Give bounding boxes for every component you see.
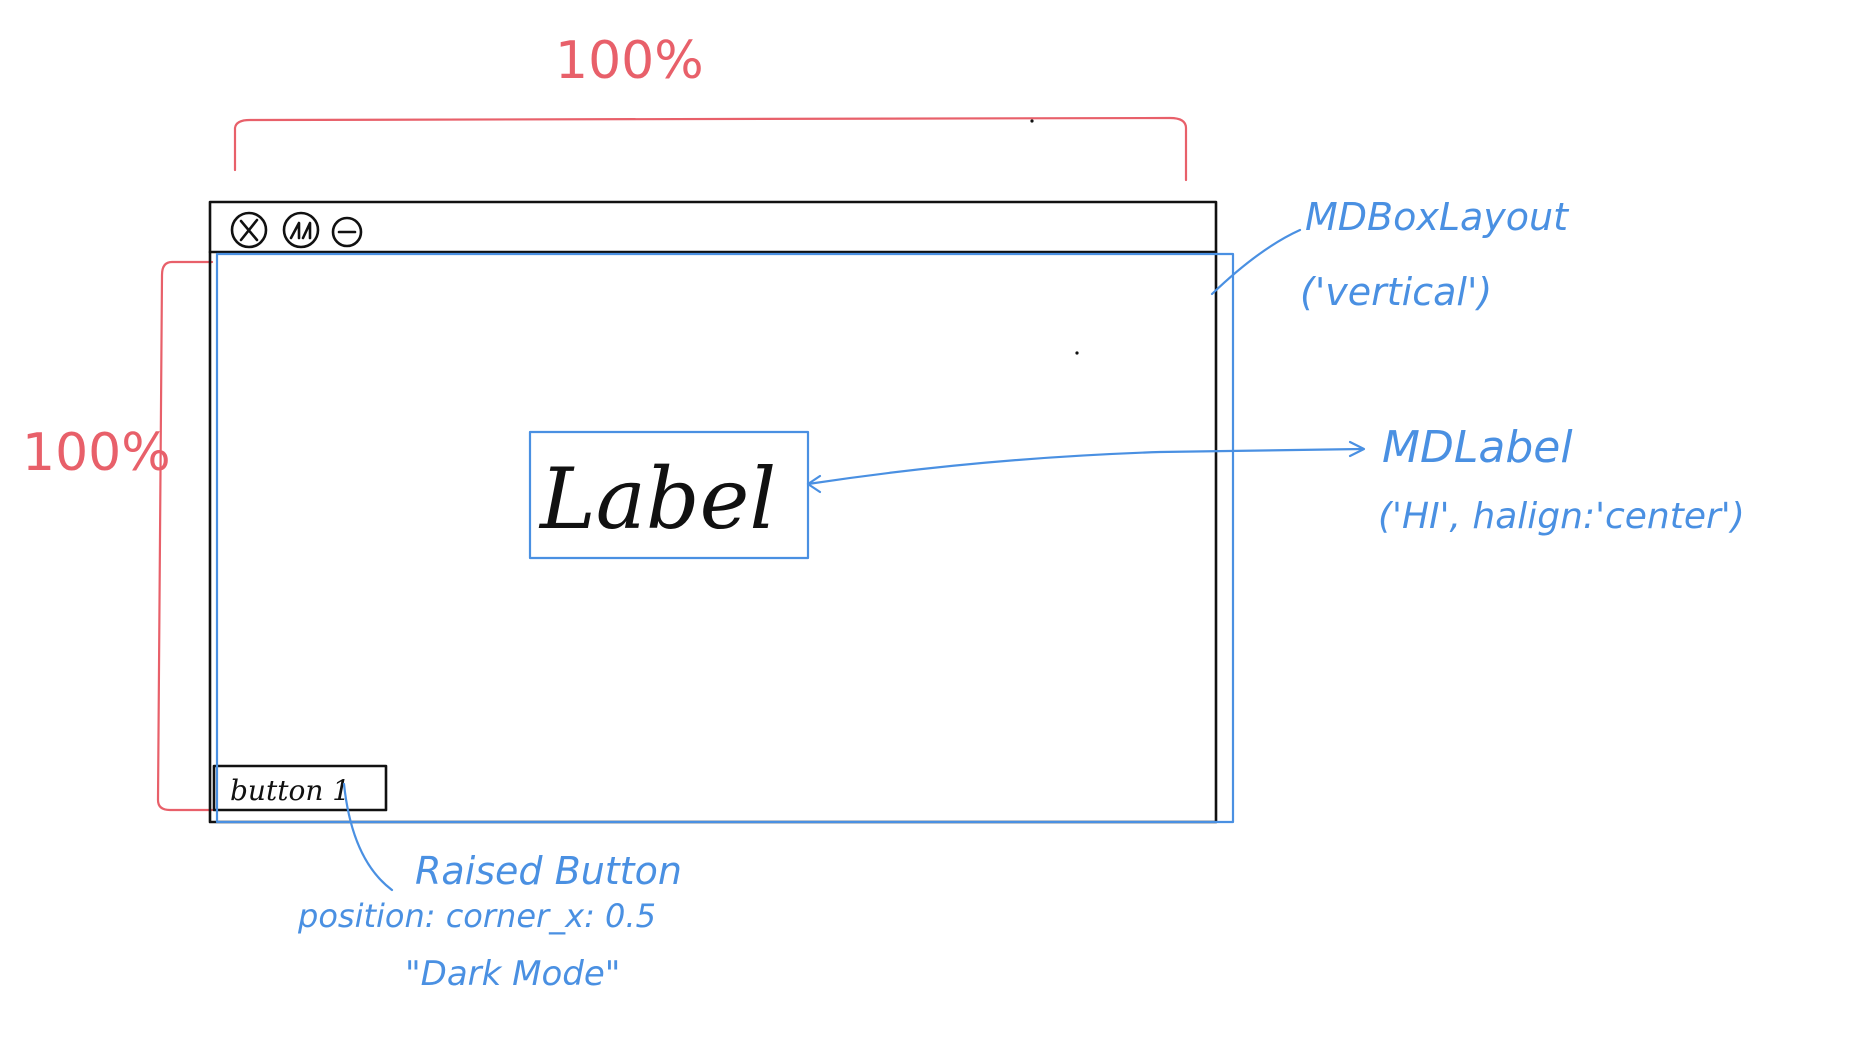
- box-layout-outline: [215, 252, 1235, 824]
- button-annotation-title: Raised Button: [415, 849, 682, 893]
- minimize-icon[interactable]: [331, 216, 363, 248]
- button-1[interactable]: button 1: [212, 764, 388, 812]
- maximize-icon[interactable]: [282, 211, 320, 249]
- window-label-text: Label: [538, 450, 776, 548]
- button-1-label[interactable]: button 1: [230, 774, 350, 807]
- close-icon[interactable]: [230, 211, 268, 249]
- button-annotation-text-value: "Dark Mode": [405, 954, 620, 994]
- stray-dot: [1030, 119, 1034, 123]
- box-layout-args: ('vertical'): [1300, 270, 1492, 314]
- label-pointer-tail: [806, 474, 822, 494]
- label-pointer-line: [806, 447, 1364, 486]
- app-window: Label button 1: [208, 200, 1218, 824]
- width-percent-label: 100%: [555, 31, 704, 91]
- button-annotation-position: position: corner_x: 0.5: [297, 897, 656, 935]
- stray-dot: [1075, 351, 1079, 355]
- label-widget-title: MDLabel: [1382, 422, 1573, 473]
- height-percent-label: 100%: [22, 423, 171, 483]
- label-widget-args: ('HI', halign:'center'): [1378, 496, 1745, 537]
- button-pointer: [342, 782, 394, 892]
- box-layout-pointer: [1210, 228, 1302, 296]
- label-pointer-arrowhead: [1348, 440, 1366, 458]
- height-bracket: [156, 260, 214, 812]
- box-layout-title: MDBoxLayout: [1305, 195, 1570, 239]
- width-bracket: [233, 116, 1188, 182]
- label-widget-outline: [528, 430, 810, 560]
